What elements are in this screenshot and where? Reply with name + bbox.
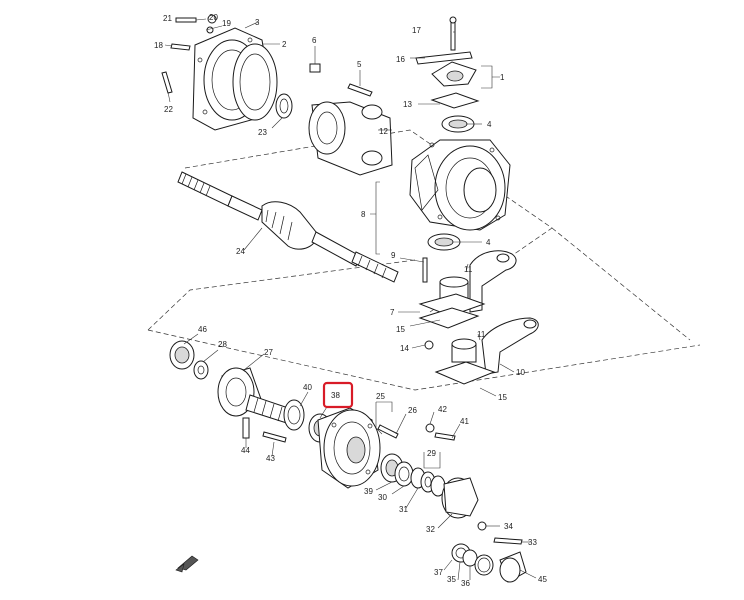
callout-32[interactable]: 32 <box>426 525 435 534</box>
callout-15b[interactable]: 15 <box>498 393 507 402</box>
callout-3[interactable]: 3 <box>255 18 260 27</box>
callout-7[interactable]: 7 <box>390 308 395 317</box>
callout-1[interactable]: 1 <box>500 73 505 82</box>
kingpin-upper <box>415 16 480 133</box>
kingpin-lower <box>418 250 539 385</box>
locking-hub <box>425 423 479 519</box>
callout-25[interactable]: 25 <box>376 392 385 401</box>
callout-12[interactable]: 12 <box>379 127 388 136</box>
callout-4b[interactable]: 4 <box>486 238 491 247</box>
callout-35[interactable]: 35 <box>447 575 456 584</box>
callout-34[interactable]: 34 <box>504 522 513 531</box>
callout-4[interactable]: 4 <box>487 120 492 129</box>
callout-37[interactable]: 37 <box>434 568 443 577</box>
callout-38[interactable]: 38 <box>331 391 340 400</box>
callout-24[interactable]: 24 <box>236 247 245 256</box>
knuckle-arm <box>308 101 393 176</box>
drive-shaft <box>177 171 399 283</box>
callout-10[interactable]: 10 <box>516 368 525 377</box>
callout-19[interactable]: 19 <box>222 19 231 28</box>
callout-11b[interactable]: 11 <box>477 330 486 339</box>
callout-43[interactable]: 43 <box>266 454 275 463</box>
callout-41[interactable]: 41 <box>460 417 469 426</box>
callout-26[interactable]: 26 <box>408 406 417 415</box>
callout-45[interactable]: 45 <box>538 575 547 584</box>
callout-31[interactable]: 31 <box>399 505 408 514</box>
callout-15[interactable]: 15 <box>396 325 405 334</box>
callout-13[interactable]: 13 <box>403 100 412 109</box>
leader-lines <box>164 18 537 581</box>
hub-assembly <box>169 340 332 443</box>
callout-33[interactable]: 33 <box>528 538 537 547</box>
bearing-set <box>380 453 446 497</box>
highlighted-part-box[interactable] <box>322 381 354 409</box>
callout-8[interactable]: 8 <box>361 210 366 219</box>
callout-2[interactable]: 2 <box>282 40 287 49</box>
callout-27[interactable]: 27 <box>264 348 273 357</box>
small-fasteners <box>309 63 373 97</box>
front-direction-arrow-icon <box>175 555 199 573</box>
callout-18[interactable]: 18 <box>154 41 163 50</box>
callout-36[interactable]: 36 <box>461 579 470 588</box>
callout-5[interactable]: 5 <box>357 60 362 69</box>
brake-drum <box>317 407 399 489</box>
callout-42[interactable]: 42 <box>438 405 447 414</box>
callout-44[interactable]: 44 <box>241 446 250 455</box>
callout-9[interactable]: 9 <box>391 251 396 260</box>
callout-40[interactable]: 40 <box>303 383 312 392</box>
callout-labels: 1 2 3 4 4 5 6 7 8 9 10 11 11 12 13 14 15… <box>154 13 547 588</box>
callout-29[interactable]: 29 <box>427 449 436 458</box>
callout-22[interactable]: 22 <box>164 105 173 114</box>
callout-16[interactable]: 16 <box>396 55 405 64</box>
hub-cap-set <box>451 521 527 583</box>
callout-30[interactable]: 30 <box>378 493 387 502</box>
callout-11[interactable]: 11 <box>464 265 473 274</box>
callout-6[interactable]: 6 <box>312 36 317 45</box>
callout-17[interactable]: 17 <box>412 26 421 35</box>
callout-23[interactable]: 23 <box>258 128 267 137</box>
callout-14[interactable]: 14 <box>400 344 409 353</box>
callout-39[interactable]: 39 <box>364 487 373 496</box>
callout-20[interactable]: 20 <box>209 13 218 22</box>
callout-28[interactable]: 28 <box>218 340 227 349</box>
callout-46[interactable]: 46 <box>198 325 207 334</box>
steering-knuckle-housing <box>409 139 511 251</box>
callout-21[interactable]: 21 <box>163 14 172 23</box>
backing-plate-assembly <box>161 14 293 131</box>
